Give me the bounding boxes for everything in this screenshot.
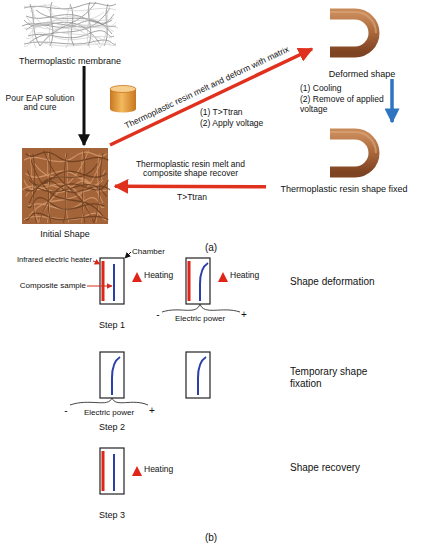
eap-solution-cylinder (110, 86, 136, 113)
node-label: Initial Shape (40, 229, 90, 239)
membrane-illustration (22, 2, 118, 48)
chamber-fixed (186, 352, 210, 398)
composite-square (22, 148, 110, 224)
leader-line (87, 252, 131, 286)
callout-label: Chamber (132, 247, 182, 256)
edge-label: Pour EAP solution and cure (0, 94, 80, 114)
eap-solution-cylinder (110, 86, 136, 93)
chamber-heating (100, 258, 124, 304)
edge-label: Thermoplastic resin melt and deform with… (92, 30, 322, 146)
chamber-recovery (102, 451, 105, 491)
chamber-fixing (100, 352, 124, 398)
leader-line (87, 286, 112, 287)
chamber-fixing (100, 352, 124, 398)
callout-label: Composite sample (0, 281, 86, 290)
membrane-node: Thermoplastic membrane (5, 0, 135, 66)
step-label: Step 1 (92, 320, 132, 330)
panel-label: (a) (191, 242, 231, 254)
power-wire (162, 304, 240, 312)
power-wire (200, 304, 240, 312)
process-arrow (110, 49, 312, 145)
panel-label: (b) (191, 532, 231, 544)
power-wire (70, 398, 148, 405)
condition-label: (1) T>Ttran (200, 108, 270, 118)
polarity-sign: - (154, 309, 162, 321)
step-label: Step 3 (92, 510, 132, 520)
chamber-heating (100, 258, 142, 304)
polarity-sign: + (148, 405, 156, 417)
chamber-fixed (198, 357, 206, 395)
fixed-u-shape (330, 134, 374, 172)
deformed-shape-node: Deformed shape (312, 0, 412, 79)
power-label: Electric power (168, 314, 232, 323)
composite-square (26, 150, 111, 223)
chamber-deforming (200, 263, 208, 301)
power-wire (70, 398, 112, 405)
chamber-recovery (100, 448, 124, 494)
fixed-shape-node: Thermoplastic resin shape fixed (266, 122, 422, 194)
chamber-recovery (113, 454, 115, 491)
chamber-deforming (188, 261, 191, 301)
leader-line (93, 261, 100, 264)
process-arrow (115, 185, 266, 189)
leader-line (125, 252, 131, 258)
process-arrow (83, 66, 86, 145)
polarity-sign: - (62, 405, 70, 417)
deformed-u-shape (330, 14, 374, 52)
node-label: Thermoplastic membrane (19, 56, 121, 66)
chamber-heating (102, 261, 105, 301)
stage-label: Shape recovery (290, 462, 410, 474)
stage-label: Shape deformation (290, 276, 410, 288)
chamber-fixing (112, 357, 120, 395)
heating-label: Heating (144, 271, 184, 281)
power-label: Electric power (77, 408, 141, 417)
chamber-fixed (186, 352, 210, 398)
condition-label: (2) Remove of applied voltage (300, 95, 388, 115)
heating-label: Heating (230, 271, 270, 281)
edge-label: Thermoplastic resin melt and composite s… (116, 160, 266, 180)
eap-solution-cylinder (110, 106, 136, 113)
deformed-u-shape (330, 12, 376, 33)
heating-label: Heating (144, 465, 184, 475)
node-label: Thermoplastic resin shape fixed (280, 184, 407, 194)
membrane-illustration (24, 4, 118, 48)
condition-label: T>Ttran (158, 193, 226, 203)
condition-label: (1) Cooling (300, 84, 390, 94)
chamber-deforming (186, 258, 228, 304)
polarity-sign: + (240, 309, 248, 321)
step-label: Step 2 (92, 422, 132, 432)
condition-label: (2) Apply voltage (200, 119, 280, 129)
fixed-u-shape (330, 132, 376, 172)
node-label: Deformed shape (329, 69, 396, 79)
chamber-deforming (186, 258, 210, 304)
stage-label: Temporary shape fixation (290, 366, 390, 389)
process-arrow (390, 79, 394, 122)
initial-shape-node: Initial Shape (15, 145, 115, 239)
chamber-deforming (218, 272, 228, 282)
fixed-u-shape (330, 132, 376, 153)
power-wire (112, 398, 148, 405)
deformed-u-shape (330, 12, 376, 52)
chamber-heating (132, 272, 142, 282)
chamber-recovery (100, 448, 142, 494)
chamber-recovery (132, 466, 142, 476)
power-wire (162, 304, 200, 312)
chamber-heating (113, 264, 115, 301)
callout-label: Infrared electric heater (0, 256, 92, 265)
